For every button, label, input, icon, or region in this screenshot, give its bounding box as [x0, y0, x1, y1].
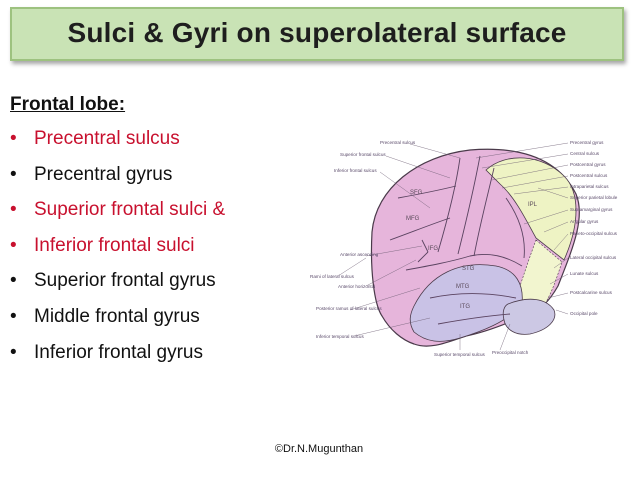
- inner-label: IFG: [428, 246, 438, 252]
- bullet-item: • Precentral gyrus: [10, 163, 225, 199]
- bullet-text: Inferior frontal gyrus: [34, 341, 203, 363]
- left-label: Superior frontal sulcus: [340, 152, 386, 157]
- bottom-label: Superior temporal sulcus: [434, 352, 486, 357]
- inner-label: MTG: [456, 284, 470, 290]
- inner-label: MFG: [406, 216, 420, 222]
- right-label: Parieto-occipital sulcus: [570, 231, 618, 236]
- bottom-label: Preoccipital notch: [492, 350, 529, 355]
- bullet-item: • Superior frontal sulci &: [10, 198, 225, 234]
- right-label: Postcentral sulcus: [570, 173, 608, 178]
- bullet-text: Superior frontal sulci &: [34, 199, 226, 221]
- right-label: Lateral occipital sulcus: [570, 255, 617, 260]
- bullet-item: • Inferior frontal sulci: [10, 234, 225, 270]
- right-label: Precentral gyrus: [570, 140, 604, 145]
- inner-label: IPL: [528, 202, 538, 208]
- left-label: Precentral sulcus: [380, 140, 416, 145]
- section-heading: Frontal lobe:: [10, 94, 126, 115]
- bullet-dot-icon: •: [10, 234, 17, 256]
- bullet-dot-icon: •: [10, 128, 17, 149]
- bullet-text: Inferior frontal sulci: [34, 234, 195, 256]
- bullet-text: Precentral gyrus: [34, 163, 173, 185]
- bullet-dot-icon: •: [10, 163, 17, 185]
- left-label: Posterior ramus of lateral sulcus: [316, 306, 382, 311]
- right-label: Postcalcarine sulcus: [570, 290, 613, 295]
- cerebellum: [502, 298, 556, 335]
- bullet-text: Superior frontal gyrus: [34, 270, 216, 292]
- brain-diagram: SFG MFG IFG STG MTG ITG IPL Precentral s…: [310, 140, 618, 357]
- right-label: Supramarginal gyrus: [570, 207, 613, 212]
- title-banner: Sulci & Gyri on superolateral surface: [10, 7, 624, 61]
- left-label: Inferior frontal sulcus: [334, 168, 377, 173]
- inner-label: ITG: [460, 304, 470, 310]
- left-label: Rami of lateral sulcus: [310, 274, 355, 279]
- inner-label: SFG: [410, 190, 423, 196]
- right-label: Occipital pole: [570, 311, 598, 316]
- right-label: Postcentral gyrus: [570, 162, 606, 167]
- bullet-item: • Inferior frontal gyrus: [10, 341, 225, 377]
- bullet-dot-icon: •: [10, 199, 17, 221]
- right-label: Central sulcus: [570, 151, 600, 156]
- right-label: Intraparietal sulcus: [570, 184, 609, 189]
- right-label: Superior parietal lobule: [570, 195, 618, 200]
- inner-label: STG: [462, 266, 475, 272]
- bullet-dot-icon: •: [10, 270, 17, 292]
- left-label: Anterior horizontal: [338, 284, 375, 289]
- parietal-lobe: [485, 157, 577, 261]
- right-label: Angular gyrus: [570, 219, 599, 224]
- bullet-item: • Middle frontal gyrus: [10, 305, 225, 341]
- copyright-text: ©Dr.N.Mugunthan: [274, 443, 364, 455]
- slide-title: Sulci & Gyri on superolateral surface: [67, 17, 567, 48]
- bullet-text: Middle frontal gyrus: [34, 305, 200, 327]
- bullet-list: • Precentral sulcus • Precentral gyrus • Su…: [10, 127, 225, 376]
- bullet-item: • Precentral sulcus: [10, 127, 225, 163]
- bullet-dot-icon: •: [10, 341, 17, 363]
- left-label: Inferior temporal sulcus: [316, 334, 364, 339]
- bullet-dot-icon: •: [10, 305, 17, 327]
- left-label: Anterior ascending: [340, 252, 379, 257]
- bullet-text: Precentral sulcus: [34, 128, 180, 149]
- right-label: Lunate sulcus: [570, 271, 599, 276]
- bullet-item: • Superior frontal gyrus: [10, 269, 225, 305]
